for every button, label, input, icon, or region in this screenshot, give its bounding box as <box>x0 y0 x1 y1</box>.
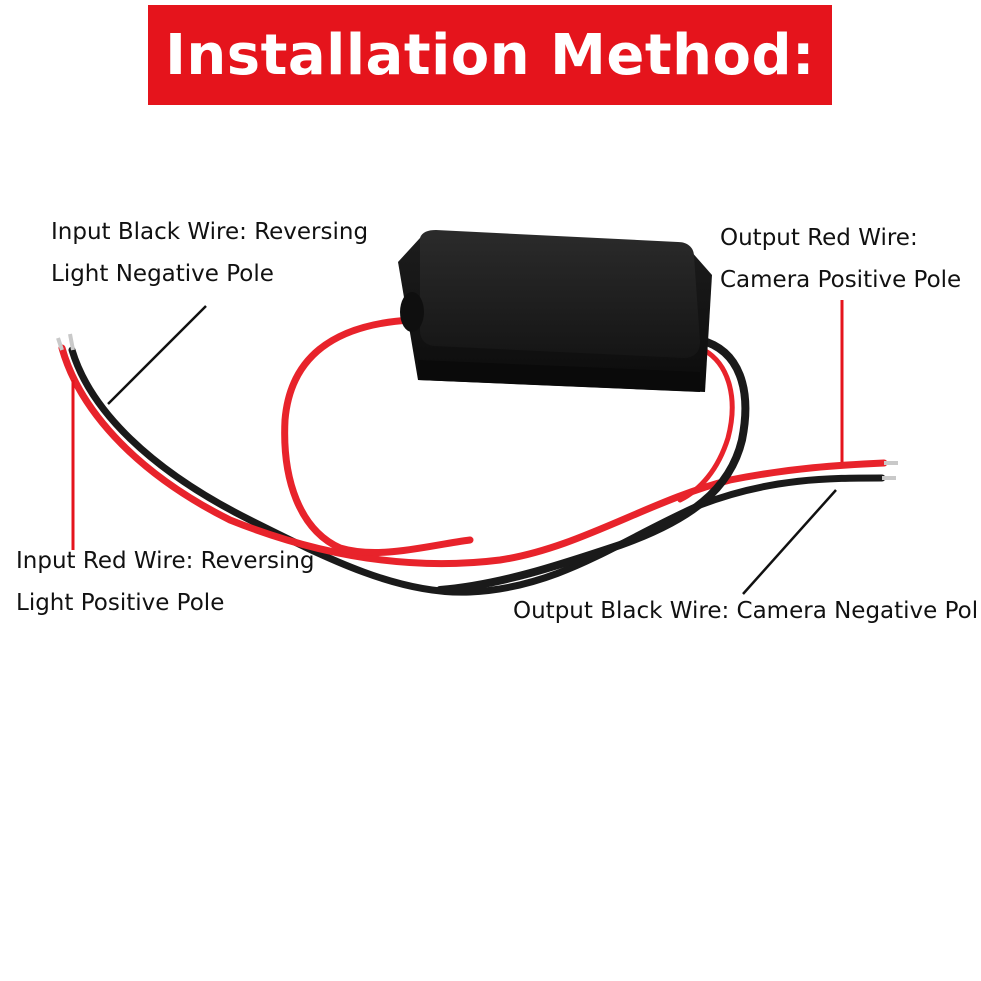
label-input-black-wire: Input Black Wire: Reversing Light Negati… <box>51 211 368 295</box>
box-top <box>420 230 700 358</box>
junction-box <box>398 230 712 392</box>
input-red-tip <box>56 337 64 351</box>
label-input-black-line1: Input Black Wire: Reversing <box>51 219 369 245</box>
grommet <box>400 292 424 332</box>
box-bottom-edge <box>418 360 700 392</box>
label-input-red-line1: Input Red Wire: Reversing <box>16 548 315 574</box>
input-black-tip <box>68 333 75 351</box>
label-input-black-line2: Light Negative Pole <box>51 261 274 287</box>
box-red-wire <box>281 316 474 557</box>
title-banner: Installation Method: <box>148 5 832 105</box>
box-wire-loop <box>281 316 898 594</box>
label-output-red-line2: Camera Positive Pole <box>720 267 962 293</box>
label-output-black-line1: Output Black Wire: Camera Negative Pol <box>513 598 979 624</box>
box-black-wire <box>436 336 750 594</box>
box-red-wire-right <box>677 347 735 503</box>
output-black-pointer <box>742 489 837 595</box>
label-output-red-wire: Output Red Wire: Camera Positive Pole <box>720 217 961 301</box>
input-black-pointer <box>107 305 207 405</box>
label-input-red-wire: Input Red Wire: Reversing Light Positive… <box>16 540 315 624</box>
input-black-wire <box>68 346 886 596</box>
label-input-red-line2: Light Positive Pole <box>16 590 225 616</box>
input-wire-pair <box>56 333 888 596</box>
page-title: Installation Method: <box>165 22 815 88</box>
label-output-black-wire: Output Black Wire: Camera Negative Pol <box>513 590 978 632</box>
input-red-wire <box>58 344 888 568</box>
label-output-red-line1: Output Red Wire: <box>720 225 918 251</box>
